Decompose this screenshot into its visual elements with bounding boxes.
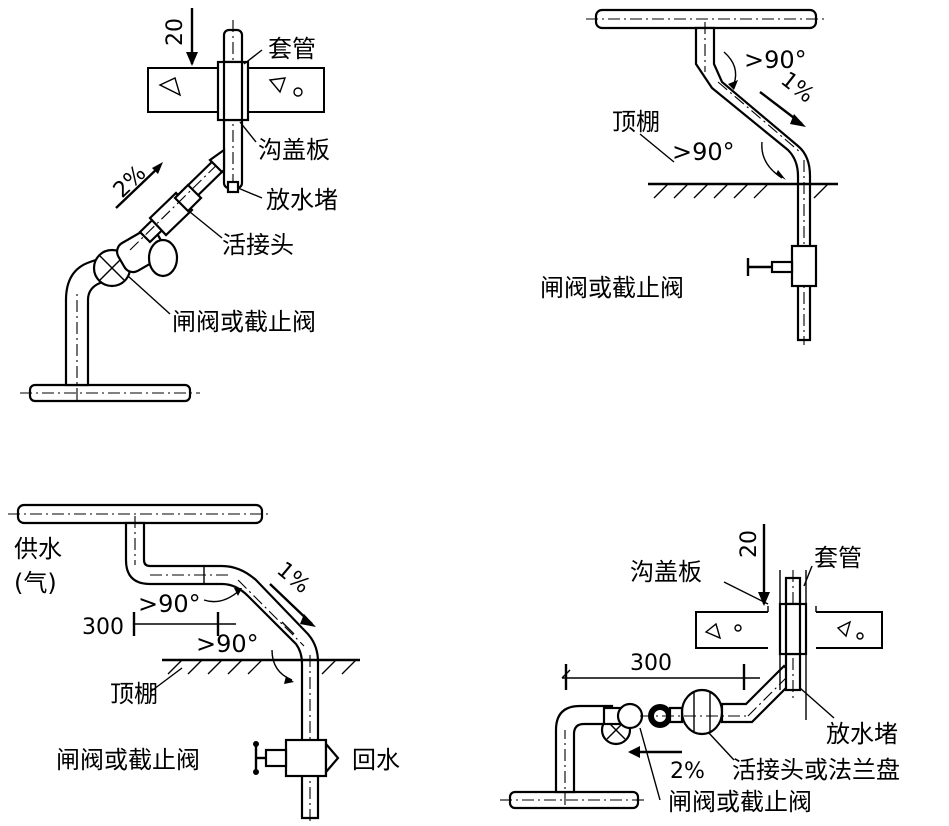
tee-fitting (208, 147, 226, 174)
diagram-top-right: >90° 1% 顶棚 >90° 闸阀或截止阀 (540, 8, 838, 345)
valve-stem (264, 748, 288, 768)
dim-20-label: 20 (737, 530, 762, 558)
valve-bonnet (147, 238, 179, 278)
valve-label: 闸阀或截止阀 (56, 746, 200, 774)
slope-label: 2% (670, 759, 705, 784)
sleeve-label: 套管 (814, 544, 862, 572)
drain-plug-label: 放水堵 (266, 186, 338, 214)
valve-body (790, 244, 818, 288)
valve-label: 闸阀或截止阀 (668, 788, 812, 816)
dim-300-label: 300 (630, 651, 672, 676)
trench-cover-label: 沟盖板 (258, 136, 330, 164)
union-label: 活接头 (222, 231, 294, 259)
offset-pipe (694, 26, 812, 342)
trench-cover-label: 沟盖板 (630, 558, 702, 586)
dim-20-label: 20 (163, 18, 188, 46)
return-label: 回水 (352, 746, 400, 774)
ceiling-label: 顶棚 (612, 108, 660, 136)
dim-300-label: 300 (82, 615, 124, 640)
angle-bottom-label: >90° (196, 630, 259, 658)
ceiling-label: 顶棚 (110, 680, 158, 708)
diagram-bottom-right: 20 沟盖板 套管 300 放水堵 活接头或法兰盘 2% 闸阀或截止阀 (500, 524, 900, 816)
offset-pipe (124, 521, 320, 820)
diagram-bottom-left: 供水 (气) 300 >90° 1% >90° 顶棚 闸阀或截止阀 回水 (8, 503, 400, 822)
union-nut (173, 183, 203, 213)
flange (680, 688, 724, 736)
supply-label-line1: 供水 (14, 535, 62, 563)
angle-top-label: >90° (138, 590, 201, 618)
valve-stem (770, 260, 794, 274)
sleeve-label: 套管 (268, 35, 316, 63)
valve-body (284, 738, 328, 778)
drain-plug-label: 放水堵 (826, 720, 898, 748)
union-or-flange-label: 活接头或法兰盘 (732, 756, 900, 784)
valve-bonnet (616, 702, 644, 730)
diagram-top-left: 20 2% 套管 沟盖板 放水堵 活接头 闸阀或截止阀 (20, 8, 338, 403)
supply-label-line2: (气) (14, 569, 57, 597)
valve-label: 闸阀或截止阀 (172, 308, 316, 336)
slope-label: 2% (109, 161, 151, 203)
valve-label: 闸阀或截止阀 (540, 274, 684, 302)
angle-top-label: >90° (744, 46, 807, 74)
angle-bottom-label: >90° (672, 138, 735, 166)
drain-plug (226, 180, 240, 194)
